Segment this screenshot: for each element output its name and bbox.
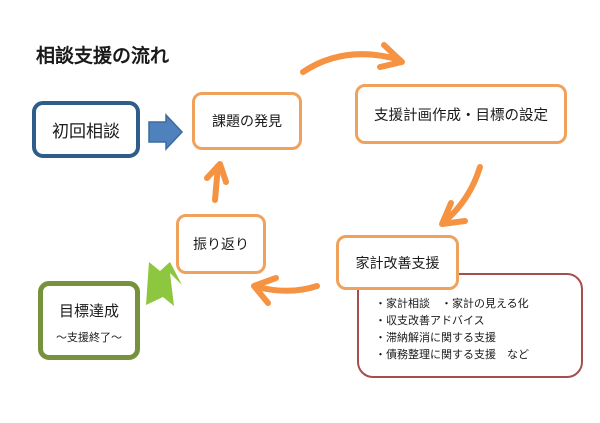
- support-detail-item: ・家計相談 ・家計の見える化: [375, 297, 529, 310]
- step-goal-achieved-label: 目標達成: [58, 302, 119, 320]
- support-detail-item: ・滞納解消に関する支援: [375, 331, 496, 344]
- review-to-discover-arrow: [212, 163, 221, 203]
- support-to-review-arrowhead: [251, 275, 279, 306]
- plan-to-support-arrowhead: [439, 200, 468, 227]
- step-plan-and-goal-setting: 支援計画作成・目標の設定: [355, 84, 567, 144]
- step-household-support: 家計改善支援: [336, 235, 459, 290]
- support-details-box: ・家計相談 ・家計の見える化 ・収支改善アドバイス ・滞納解消に関する支援 ・債…: [357, 273, 583, 378]
- step-goal-achieved: 目標達成 ～支援終了～: [38, 281, 140, 360]
- step-initial-consultation: 初回相談: [32, 101, 140, 158]
- step-household-support-label: 家計改善支援: [355, 255, 440, 272]
- step-goal-achieved-sublabel: ～支援終了～: [56, 331, 122, 344]
- step-plan-and-goal-setting-label: 支援計画作成・目標の設定: [374, 107, 548, 124]
- discover-to-plan-arrow: [300, 51, 403, 75]
- step-initial-consultation-label: 初回相談: [52, 122, 120, 142]
- step-issue-discovery-label: 課題の発見: [212, 114, 282, 130]
- review-to-discover-arrowhead: [204, 161, 229, 185]
- support-to-review-arrow: [254, 283, 320, 294]
- step-review-label: 振り返り: [193, 237, 249, 253]
- start-to-discover-arrow: [148, 113, 184, 151]
- step-issue-discovery: 課題の発見: [192, 92, 302, 150]
- diagram-title: 相談支援の流れ: [36, 45, 170, 67]
- discover-to-plan-arrowhead: [377, 42, 405, 70]
- support-detail-item: ・収支改善アドバイス: [375, 314, 485, 327]
- step-review: 振り返り: [176, 214, 266, 274]
- plan-to-support-arrow: [441, 164, 483, 225]
- support-detail-item: ・債務整理に関する支援 など: [375, 348, 529, 361]
- review-to-goal-arrow: [146, 262, 182, 306]
